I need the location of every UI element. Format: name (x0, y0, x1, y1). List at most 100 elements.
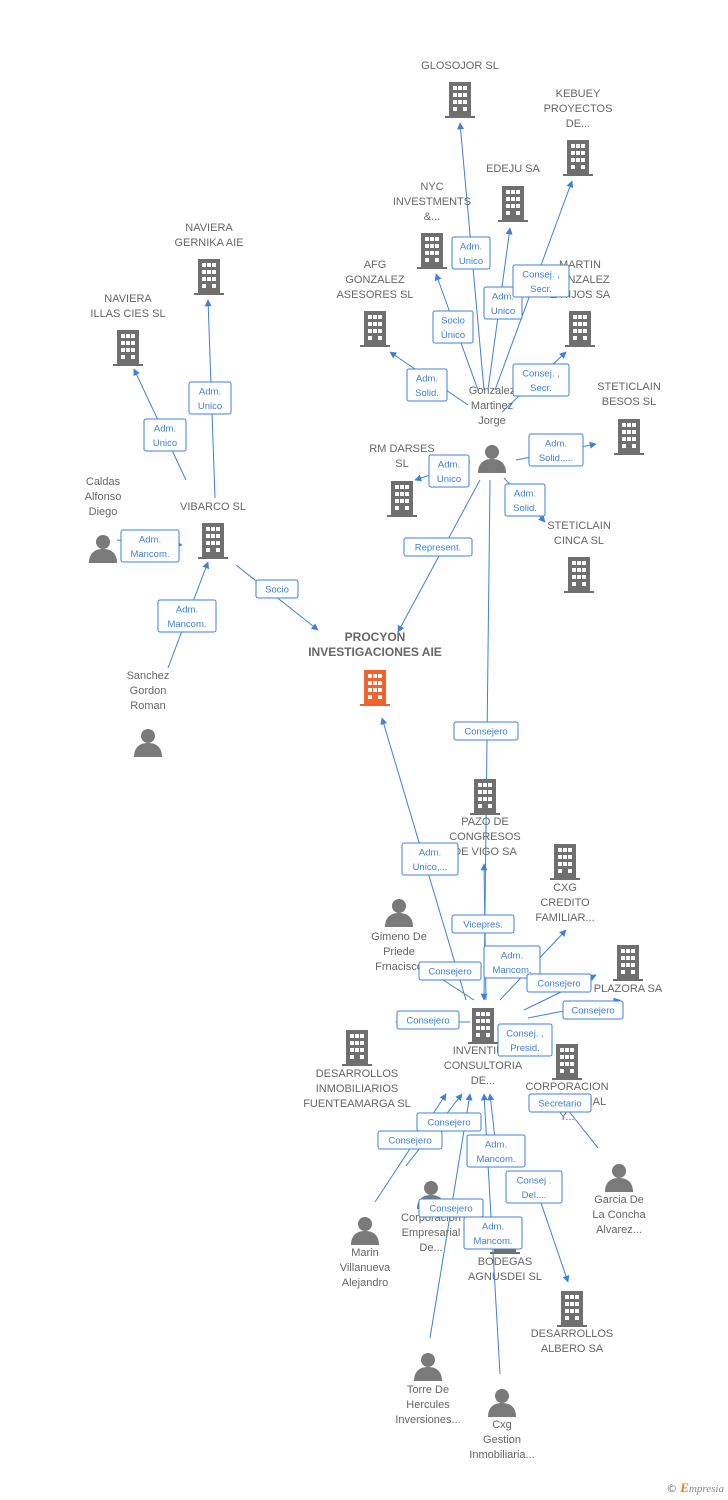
relation-label[interactable]: Adm.Unico (143, 418, 187, 452)
brand-initial: E (680, 1480, 689, 1495)
company-building-icon (360, 311, 390, 347)
node-label: CXG (553, 882, 577, 894)
node-label: PROCYON (345, 630, 406, 644)
relation-label-text: Único (441, 330, 465, 341)
relation-label[interactable]: Represent. (403, 537, 473, 557)
relation-label[interactable]: Adm.Mancom. (466, 1134, 526, 1168)
node-label: GLOSOJOR SL (421, 60, 499, 72)
node-label: INMOBILIARIOS (316, 1083, 399, 1095)
node-label: EDEJU SA (486, 163, 540, 175)
relation-label[interactable]: Consejero (377, 1130, 443, 1150)
relation-label[interactable]: Vicepres. (451, 914, 515, 934)
node-label: Alejandro (342, 1277, 388, 1289)
relation-label[interactable]: Adm.Solid. (406, 368, 448, 402)
relation-label-text: Consej. , (522, 269, 560, 280)
relation-label[interactable]: Adm.Mancom. (157, 599, 217, 633)
relation-label[interactable]: Adm.Unico (188, 381, 232, 415)
person-icon (488, 1389, 516, 1417)
node-edeju[interactable]: EDEJU SA (486, 163, 541, 222)
relation-label-text: Unico (198, 401, 222, 412)
relation-label-text: Represent. (415, 543, 461, 554)
relation-label[interactable]: Adm.Mancom. (120, 529, 180, 563)
relation-label-text: Unico (437, 474, 461, 485)
node-label: &... (424, 211, 441, 223)
node-label: BESOS SL (602, 396, 656, 408)
relation-label[interactable]: Adm.Mancom. (463, 1216, 523, 1250)
relationship-edge (539, 1199, 570, 1283)
relation-label-text: Consej. , (506, 1028, 544, 1039)
relation-label[interactable]: Consejero (418, 961, 482, 981)
relation-label[interactable]: Consejero (416, 1112, 482, 1132)
relation-label[interactable]: Consejero (396, 1010, 460, 1030)
node-label: Diego (89, 506, 118, 518)
node-glosojor[interactable]: GLOSOJOR SL (421, 60, 499, 118)
node-label: GONZALEZ (345, 274, 405, 286)
node-corp-empresarial-person[interactable]: CorporacionEmpresarialDe... (401, 1181, 461, 1254)
node-nyc[interactable]: NYCINVESTMENTS&... (393, 181, 471, 269)
relation-label[interactable]: Adm.Solid.,... (528, 433, 584, 467)
person-icon (385, 899, 413, 927)
node-plazora[interactable]: PLAZORA SA (594, 945, 663, 995)
node-cxg-gestion[interactable]: CxgGestionInmobiliaria... (469, 1389, 535, 1461)
relation-label[interactable]: Consej .Del.... (505, 1170, 563, 1204)
person-icon (605, 1164, 633, 1192)
relation-label[interactable]: Adm.Unico (451, 236, 491, 270)
relation-label[interactable]: Consejero (526, 973, 592, 993)
company-building-icon (557, 1291, 587, 1327)
relation-label[interactable]: Socio (255, 579, 299, 599)
node-torre[interactable]: Torre DeHerculesInversiones... (395, 1353, 461, 1426)
relation-label[interactable]: Adm. Unico (428, 454, 470, 488)
relation-label-text: Adm. (154, 423, 176, 434)
node-label: CREDITO (540, 897, 590, 909)
relation-label[interactable]: Consejero (562, 1000, 624, 1020)
relation-label[interactable]: Consejero (418, 1198, 484, 1218)
relation-label[interactable]: Adm.Unico,... (401, 842, 459, 876)
relation-label[interactable]: Consej. ,Secr. (512, 264, 570, 298)
relation-label[interactable]: Consej. ,Secr. (512, 363, 570, 397)
relation-label[interactable]: Consej. ,Presid. (497, 1023, 553, 1057)
relation-label-text: Secr. (530, 383, 552, 394)
node-inventium[interactable]: INVENTIUMCONSULTORIADE... (444, 1008, 523, 1087)
relation-label-text: Del.... (522, 1190, 547, 1201)
company-building-icon (468, 1008, 498, 1044)
node-label: ALBERO SA (541, 1343, 604, 1355)
relation-label-text: Adm. (438, 459, 460, 470)
node-label: KEBUEY (556, 88, 601, 100)
relation-label[interactable]: Adm.Mancom. (483, 945, 541, 979)
relation-label[interactable]: Consejero (453, 721, 519, 741)
node-label: Martinez (471, 400, 513, 412)
node-cxg-credito[interactable]: CXGCREDITOFAMILIAR... (535, 844, 595, 924)
node-label: CINCA SL (554, 535, 604, 547)
relation-label-text: Socio (441, 315, 465, 326)
relation-label[interactable]: Secretario (528, 1093, 592, 1113)
relation-label-text: Adm. (460, 241, 482, 252)
node-label: RM DARSES (369, 443, 434, 455)
node-label: PAZO DE (461, 816, 508, 828)
node-vibarco[interactable]: VIBARCO SL (180, 501, 246, 559)
brand-name: mpresia (688, 1483, 724, 1495)
node-kebuey[interactable]: KEBUEYPROYECTOSDE... (544, 88, 613, 176)
empresia-logo[interactable]: ©Empresia (666, 1480, 724, 1496)
relation-label-text: Unico (491, 306, 515, 317)
relation-label[interactable]: Adm.Solid. (504, 483, 546, 517)
company-building-icon (498, 186, 528, 222)
